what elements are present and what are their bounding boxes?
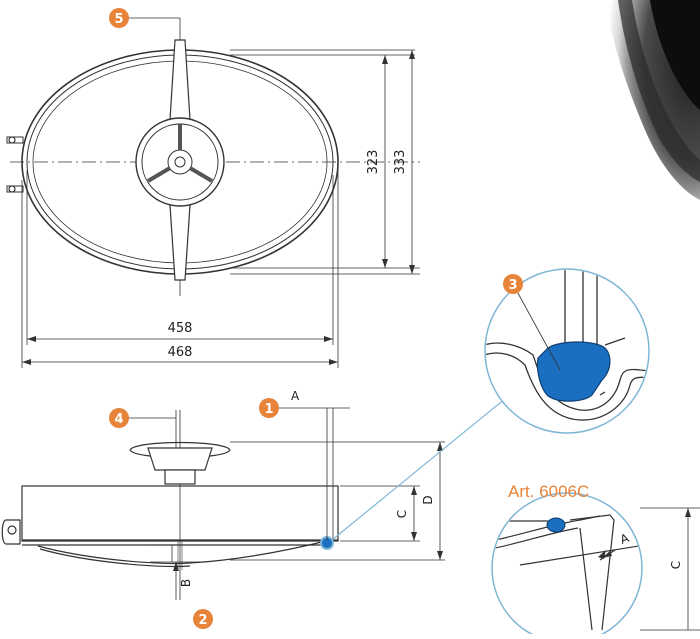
- callout-4: 4: [109, 408, 176, 428]
- letter-c-detail: C: [669, 561, 683, 569]
- svg-text:1: 1: [264, 402, 273, 417]
- callout-1: 1: [259, 398, 320, 418]
- dimension-arrows: [22, 50, 415, 365]
- detail-c-dimension: [640, 507, 700, 631]
- side-dimension-arrows: [173, 442, 443, 571]
- dim-inner-height: 323: [366, 150, 381, 175]
- art-6006c-detail: [491, 492, 643, 639]
- dim-outer-height: 333: [393, 150, 408, 175]
- svg-text:4: 4: [114, 412, 123, 427]
- dim-outer-width: 468: [168, 345, 193, 360]
- product-photo-fragment: [606, 0, 700, 200]
- gasket-detail: [484, 268, 650, 434]
- side-view: [1, 410, 339, 600]
- detail-label-art: Art. 6006C: [508, 482, 589, 501]
- svg-text:2: 2: [198, 613, 207, 628]
- callout-2: 2: [193, 609, 213, 629]
- dim-inner-width: 458: [168, 321, 193, 336]
- svg-text:5: 5: [114, 12, 123, 27]
- letter-b-side: B: [179, 579, 193, 587]
- letter-d-side: D: [421, 495, 435, 504]
- detail-c-arrow-top: [685, 508, 691, 517]
- letter-a-side: A: [291, 389, 300, 403]
- top-view: [6, 18, 420, 296]
- side-view-dimensions: [150, 407, 445, 600]
- svg-text:3: 3: [508, 278, 517, 293]
- letter-c-side: C: [395, 510, 409, 518]
- callout-3: 3: [503, 274, 561, 371]
- callout-5: 5: [109, 8, 180, 28]
- top-view-dimensions: [21, 49, 420, 368]
- detail-leader-line: [331, 379, 529, 541]
